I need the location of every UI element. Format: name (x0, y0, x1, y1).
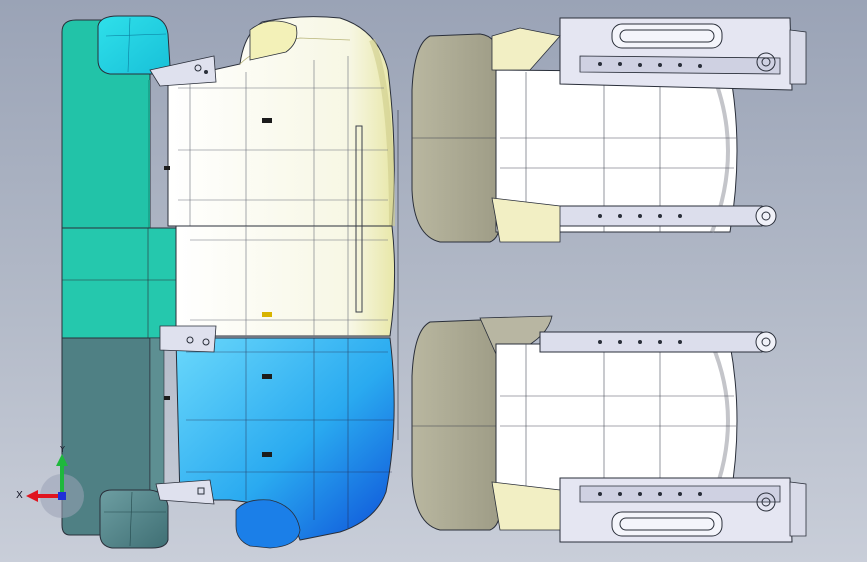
x-axis-head (26, 490, 38, 502)
cushion-bottom[interactable] (495, 343, 738, 501)
headrest-dark[interactable] (99, 489, 169, 549)
seat-assembly-left[interactable] (61, 15, 399, 549)
headrest-bottom[interactable] (411, 319, 501, 531)
y-axis-label: Y (59, 445, 65, 454)
axis-triad: X Y (16, 445, 84, 518)
hinge-bracket-bottom[interactable] (155, 479, 215, 505)
seat-frame-bottom[interactable] (411, 315, 807, 543)
z-axis-marker (58, 492, 66, 500)
clip-markers (164, 118, 272, 457)
y-axis-head (56, 454, 68, 466)
headrest-cyan[interactable] (97, 15, 171, 75)
hinge-bracket-middle[interactable] (159, 325, 217, 353)
seat-cushion-middle[interactable] (175, 225, 396, 337)
rail-bottom-upper[interactable] (539, 331, 763, 353)
x-axis-label: X (16, 490, 23, 501)
release-rod[interactable] (355, 125, 363, 313)
side-panel-middle[interactable] (61, 227, 188, 339)
hinge-bracket-top[interactable] (149, 55, 217, 87)
seat-frame-top[interactable] (411, 17, 807, 243)
